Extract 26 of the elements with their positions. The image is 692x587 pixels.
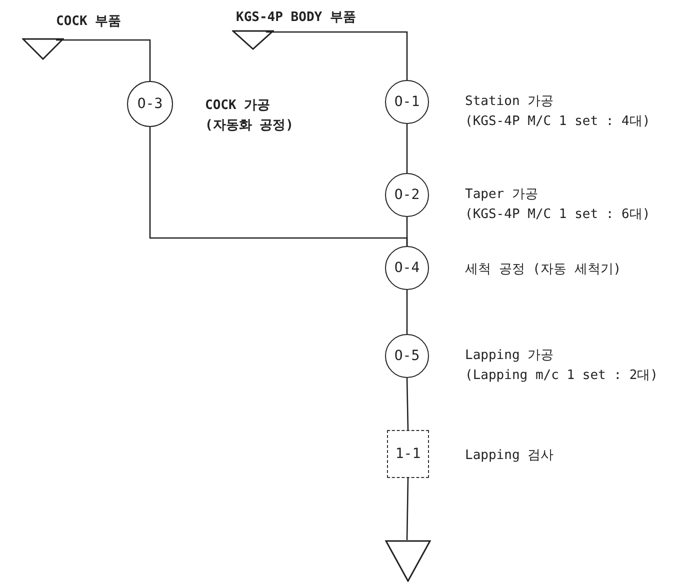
step-description: (KGS-4P M/C 1 set : 4대): [465, 113, 650, 130]
flow-line: [406, 478, 409, 540]
flow-line: [406, 124, 408, 173]
step-description: (자동화 공정): [205, 117, 294, 134]
operation-circle: O-1: [385, 80, 429, 124]
step-description: Station 가공: [465, 93, 554, 110]
flow-line: [406, 290, 408, 334]
part-label: KGS-4P BODY 부품: [236, 9, 356, 26]
step-description: (KGS-4P M/C 1 set : 6대): [465, 206, 650, 223]
step-description: COCK 가공: [205, 97, 270, 114]
step-description: Lapping 가공: [465, 347, 554, 364]
step-description: Taper 가공: [465, 186, 538, 203]
storage-triangle: [385, 540, 429, 580]
flow-line: [266, 31, 408, 80]
operation-circle: O-5: [385, 334, 429, 378]
step-description: 세척 공정 (자동 세척기): [465, 261, 622, 278]
step-description: Lapping 검사: [465, 447, 554, 464]
step-description: (Lapping m/c 1 set : 2대): [465, 367, 658, 384]
operation-circle: O-3: [127, 81, 173, 127]
flow-line: [56, 39, 151, 81]
operation-circle: O-4: [385, 246, 429, 290]
inspection-box: 1-1: [387, 430, 429, 478]
flow-line: [149, 127, 408, 246]
operation-circle: O-2: [385, 173, 429, 217]
part-label: COCK 부품: [56, 13, 122, 30]
flow-line: [406, 378, 409, 430]
